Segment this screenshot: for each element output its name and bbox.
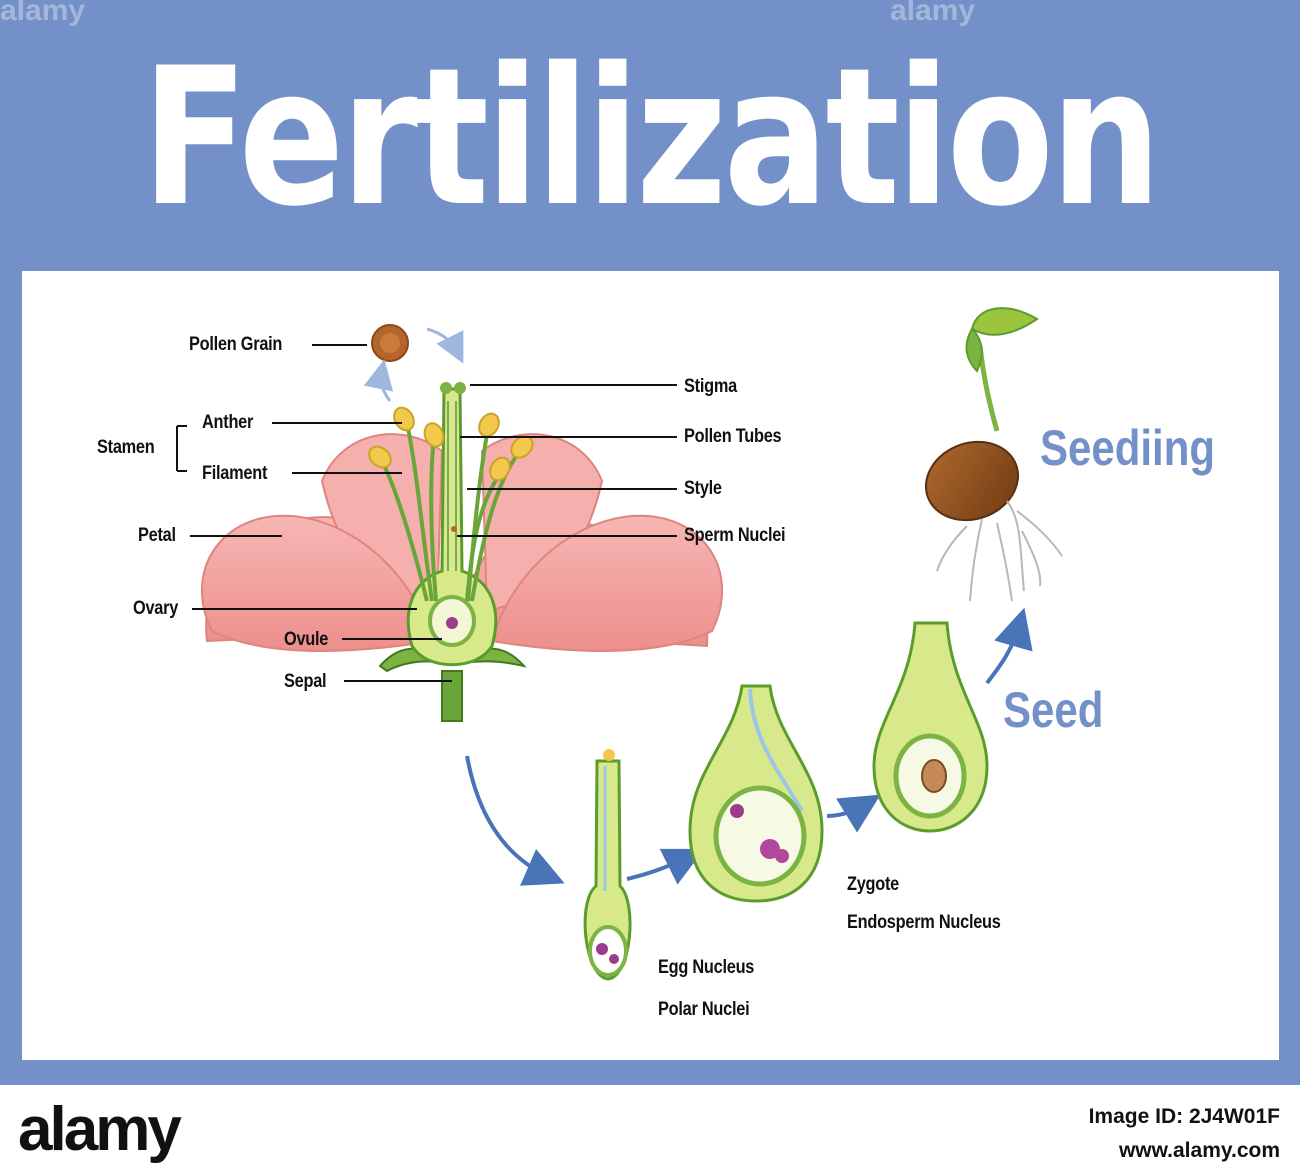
diagram-panel: Pollen Grain Stamen Anther Filament Peta… bbox=[22, 271, 1279, 1060]
flower bbox=[201, 382, 723, 722]
fertilization-diagram bbox=[176, 307, 1063, 981]
label-endosperm-nucleus: Endosperm Nucleus bbox=[847, 912, 1001, 933]
stage-fertilized-ovule bbox=[583, 749, 632, 981]
sperm-nuclei-dot bbox=[451, 526, 457, 532]
seedling-seed bbox=[924, 440, 1020, 522]
anthers bbox=[368, 406, 534, 482]
pollen-arrow-out bbox=[426, 327, 464, 364]
stigma-right bbox=[454, 382, 466, 394]
pollen-arrow-in bbox=[363, 359, 394, 402]
label-polar-nuclei: Polar Nuclei bbox=[658, 999, 750, 1020]
label-sperm-nuclei: Sperm Nuclei bbox=[684, 525, 786, 546]
label-pollen-tubes: Pollen Tubes bbox=[684, 426, 782, 447]
arrow-zygote-to-seed bbox=[826, 794, 881, 833]
pollen-grain bbox=[371, 324, 409, 362]
stage-seed bbox=[872, 621, 989, 833]
label-petal: Petal bbox=[138, 525, 176, 546]
petal-right bbox=[490, 514, 723, 652]
label-anther: Anther bbox=[202, 412, 254, 433]
label-sepal: Sepal bbox=[284, 671, 327, 692]
arrow-flower-to-ovule bbox=[465, 755, 565, 886]
label-ovary: Ovary bbox=[133, 598, 179, 619]
label-filament: Filament bbox=[202, 463, 268, 484]
stigma-left bbox=[440, 382, 452, 394]
stage-zygote bbox=[688, 684, 824, 903]
petal-left bbox=[201, 514, 434, 652]
seedling-roots bbox=[936, 500, 1063, 602]
label-zygote: Zygote bbox=[847, 874, 900, 895]
footer-brand: alamy bbox=[18, 1095, 182, 1164]
label-egg-nucleus: Egg Nucleus bbox=[658, 957, 755, 978]
ovule-nucleus bbox=[446, 617, 458, 629]
stage-label-seed: Seed bbox=[1003, 682, 1104, 738]
arrow-seed-to-seedling bbox=[985, 607, 1033, 685]
page-title: Fertilization bbox=[141, 27, 1162, 248]
stem bbox=[441, 670, 463, 722]
watermark-text-right: alamy bbox=[890, 0, 976, 27]
leader-lines bbox=[176, 344, 677, 682]
seedling-leaf bbox=[970, 307, 1039, 336]
footer-bar bbox=[0, 1085, 1300, 1171]
footer-info: Image ID: 2J4W01F www.alamy.com bbox=[1089, 1100, 1280, 1168]
label-style: Style bbox=[684, 478, 722, 499]
footer-site: www.alamy.com bbox=[1118, 1139, 1280, 1162]
watermark-text-left: alamy bbox=[0, 0, 86, 27]
label-stigma: Stigma bbox=[684, 376, 737, 397]
footer-image-id: Image ID: 2J4W01F bbox=[1088, 1105, 1280, 1128]
label-stamen: Stamen bbox=[97, 437, 155, 458]
label-ovule: Ovule bbox=[284, 629, 329, 650]
arrow-ovule-to-zygote bbox=[626, 848, 705, 885]
stage-label-seedling: Seediing bbox=[1040, 420, 1216, 476]
label-pollen-grain: Pollen Grain bbox=[189, 334, 283, 355]
stage-seedling bbox=[924, 307, 1063, 602]
